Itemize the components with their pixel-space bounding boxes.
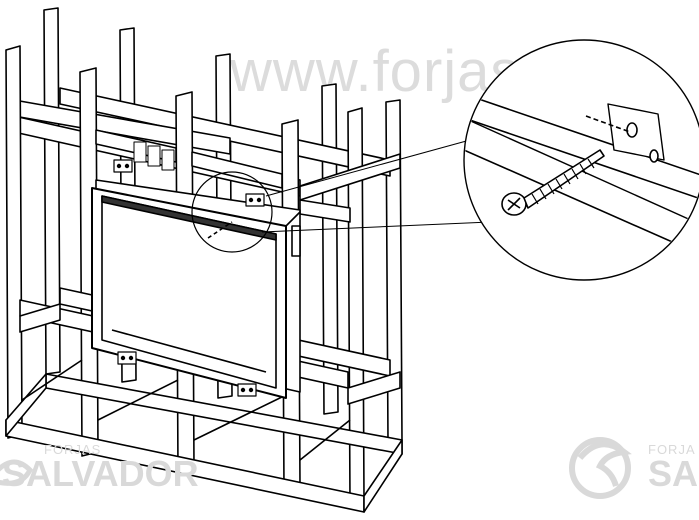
logo-mark-icon-left [0,459,34,486]
watermark-brand-left: FORJAS SALVADOR [0,442,199,494]
lower-brace-4 [299,419,351,461]
watermark-brand-big: SALVADOR [2,453,199,494]
lower-brace-1 [21,359,83,401]
right-upper-rail-2 [299,199,351,223]
lower-brace-2 [97,379,179,421]
watermark-brand-right: FORJA SA [648,442,699,494]
fireplace-side-bracket [291,225,301,257]
logo-mark-icon-right [569,437,632,499]
leader-line-top [265,139,471,197]
magnified-detail [463,39,699,281]
fireplace-side-edge [285,211,301,227]
lower-brace-3 [193,395,285,441]
watermark-brand-small: FORJAS [44,442,102,457]
screw-direction-small [207,221,233,239]
fireplace-hearth-line [111,329,267,373]
bottom-plate-left [5,373,47,437]
leader-line-bottom [261,221,491,233]
watermark-brand-big-right: SA [648,453,699,494]
mid-rail-right [347,371,401,405]
right-upper-rail [299,153,401,201]
detail-callout-circle [191,171,273,253]
fireplace-top-trim [101,195,277,241]
bottom-plate-right [363,439,403,513]
watermark-brand-small-right: FORJA [648,442,696,457]
upper-back-rail [59,87,391,177]
blocking-upper-2 [191,151,283,189]
vent-slots [133,141,175,171]
mid-rail-side [19,303,61,333]
mounting-brackets [113,159,265,397]
